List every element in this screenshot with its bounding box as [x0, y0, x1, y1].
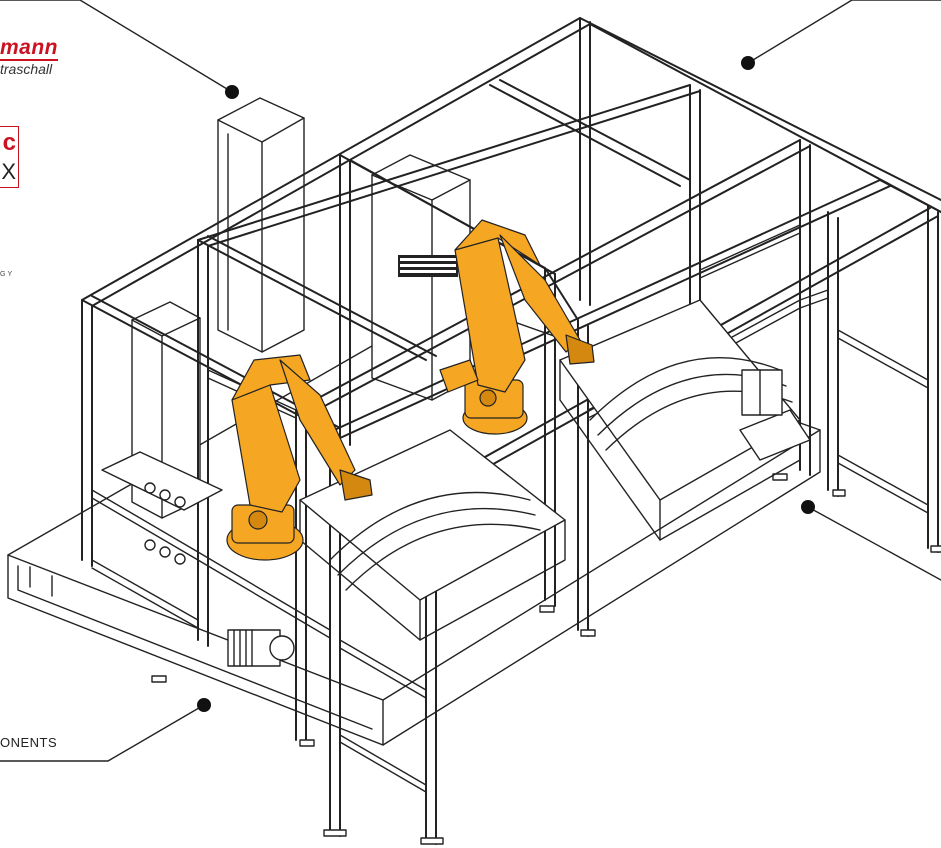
callout-label-components: ONENTS — [0, 735, 58, 750]
callout-dot-right — [801, 500, 815, 514]
post-feet[interactable] — [151, 473, 941, 845]
callout-dot-bottom-left — [197, 698, 211, 712]
frame-mid-rails — [91, 224, 929, 793]
callout-leader-bottom-left — [0, 704, 205, 762]
callout-leader-right — [807, 506, 941, 581]
callout-leader-top-right — [747, 0, 941, 64]
control-cabinet-middle — [371, 154, 471, 401]
callout-leader-top-left — [0, 0, 233, 93]
callout-dot-top-left — [225, 85, 239, 99]
callout-leaders — [0, 0, 941, 762]
callout-dot-top-right — [741, 56, 755, 70]
fixture-table-front — [299, 429, 566, 641]
robot-arm-icon[interactable] — [226, 219, 595, 561]
tagline: GY — [0, 271, 15, 278]
right-end-station — [739, 369, 811, 461]
drive-motor — [227, 629, 295, 667]
partner-logo-bottom: X — [1, 159, 16, 184]
company-logo-subtitle: traschall — [0, 61, 53, 77]
control-cabinet-rear — [217, 97, 305, 353]
company-logo-name: mann — [0, 36, 59, 59]
partner-logo: c X — [0, 126, 19, 188]
tool-rack — [101, 451, 223, 565]
robot-front[interactable] — [226, 354, 373, 561]
frame-top-rails — [81, 17, 941, 497]
robot-rear[interactable] — [439, 219, 595, 435]
callout-dot-icon[interactable] — [197, 56, 815, 712]
partner-logo-top: c — [2, 129, 16, 156]
